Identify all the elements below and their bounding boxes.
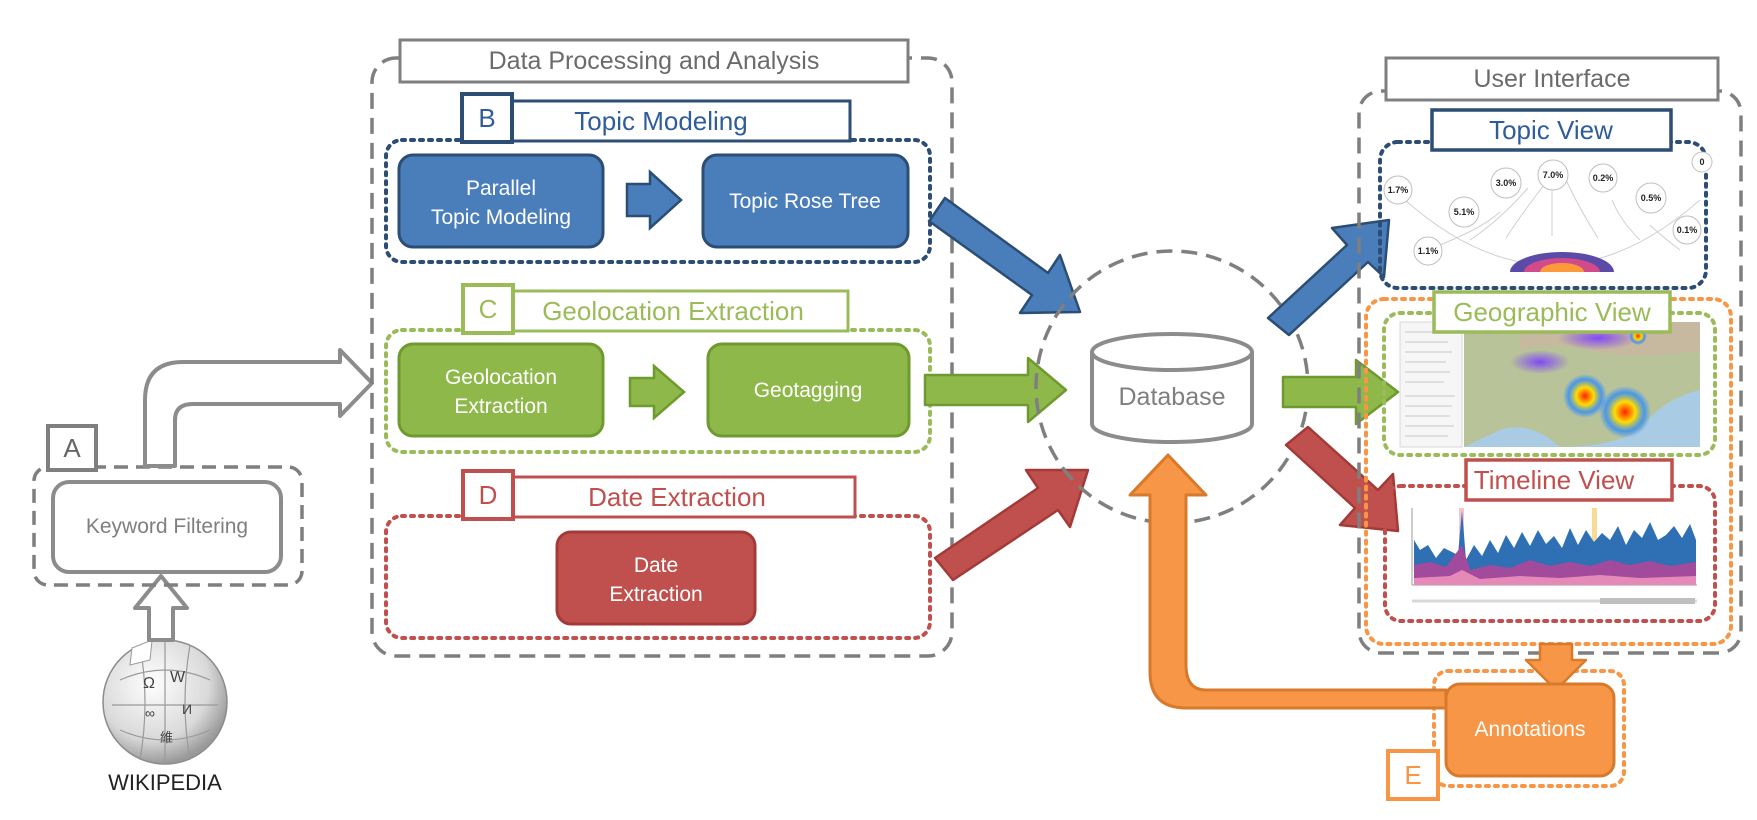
wikipedia-logo: Ω W ∞ И 維 WIKIPEDIA (102, 639, 228, 795)
geographic-view-title: Geographic View (1432, 290, 1672, 334)
svg-text:Annotations: Annotations (1475, 718, 1586, 741)
svg-text:Geographic View: Geographic View (1453, 297, 1651, 327)
svg-text:Extraction: Extraction (609, 583, 702, 606)
arrow-database-to-timeline-view (1284, 425, 1400, 533)
svg-text:D: D (479, 480, 498, 510)
arrow-topic-to-database (927, 196, 1082, 315)
svg-text:∞: ∞ (145, 705, 155, 721)
topic-percent: 3.0% (1496, 178, 1517, 188)
processing-title: Data Processing and Analysis (398, 38, 910, 84)
date-extraction-title: Date Extraction (461, 475, 857, 519)
badge-a: A (46, 424, 98, 472)
badge-c: C (461, 283, 515, 335)
annotations-group (1432, 669, 1626, 788)
annotations-box: Annotations (1444, 682, 1616, 778)
svg-text:維: 維 (160, 730, 173, 745)
arrow-database-to-topic-view (1266, 218, 1391, 337)
parallel-topic-modeling-box: Parallel Topic Modeling (397, 153, 605, 249)
svg-text:A: A (63, 433, 81, 463)
arrow-ui-to-annotations (1524, 642, 1588, 692)
geolocation-title: Geolocation Extraction (461, 289, 850, 333)
topic-percent: 0.1% (1677, 225, 1698, 235)
svg-text:Date Extraction: Date Extraction (588, 482, 766, 512)
topic-percent: 0 (1699, 157, 1704, 167)
svg-text:Topic View: Topic View (1489, 115, 1613, 145)
topic-rose-tree-box: Topic Rose Tree (701, 153, 910, 249)
svg-text:И: И (182, 701, 192, 717)
topic-percent: 0.5% (1641, 193, 1662, 203)
arrow-annotations-to-database (1128, 453, 1448, 710)
keyword-filtering-box: Keyword Filtering (51, 480, 283, 574)
svg-text:Database: Database (1118, 383, 1225, 411)
badge-d: D (461, 469, 515, 521)
geographic-view-panel (1382, 311, 1717, 457)
badge-b: B (460, 92, 514, 144)
topic-percent: 7.0% (1543, 170, 1564, 180)
svg-text:Data Processing and Analysis: Data Processing and Analysis (489, 47, 820, 75)
arrow-date-to-database (933, 468, 1090, 582)
arrow-database-to-geo-view (1281, 358, 1400, 426)
database-cylinder: Database (1090, 332, 1254, 444)
svg-text:User Interface: User Interface (1473, 65, 1630, 93)
svg-text:Date: Date (634, 554, 678, 577)
topic-percent: 0.2% (1593, 173, 1614, 183)
geolocation-extraction-box: Geolocation Extraction (397, 342, 605, 438)
svg-text:Timeline View: Timeline View (1474, 465, 1635, 495)
arrow-wikipedia-to-filtering (133, 574, 189, 642)
user-interface-title: User Interface (1384, 56, 1720, 102)
timeline-view-title: Timeline View (1464, 458, 1674, 502)
svg-text:Geolocation Extraction: Geolocation Extraction (542, 296, 804, 326)
arrow-topic-internal (625, 169, 683, 231)
wikipedia-wordmark: WIKIPEDIA (108, 770, 222, 795)
timeline-view-thumbnail (1411, 508, 1697, 604)
topic-view-thumbnail: 1.7% 3.0% 7.0% 0.2% 0.5% 5.1% 0.1% 1.1% … (1383, 151, 1713, 272)
topic-modeling-title: Topic Modeling (460, 99, 852, 143)
badge-e: E (1386, 749, 1440, 801)
svg-text:W: W (170, 669, 186, 686)
arrow-geo-to-database (923, 356, 1068, 424)
topic-percent: 1.7% (1388, 185, 1409, 195)
svg-text:E: E (1404, 760, 1421, 790)
user-interface-container (1357, 89, 1743, 655)
svg-text:Topic Rose Tree: Topic Rose Tree (729, 190, 881, 213)
svg-text:Geotagging: Geotagging (754, 379, 863, 402)
svg-text:Geolocation: Geolocation (445, 366, 557, 389)
topic-view-title: Topic View (1430, 108, 1673, 152)
svg-text:Topic Modeling: Topic Modeling (431, 206, 571, 229)
geographic-view-thumbnail (1399, 321, 1700, 448)
arrow-filtering-to-processing (143, 348, 374, 468)
topic-percent: 1.1% (1418, 246, 1439, 256)
topic-percent: 5.1% (1454, 207, 1475, 217)
geotagging-box: Geotagging (706, 342, 911, 438)
svg-text:B: B (478, 103, 495, 133)
svg-text:Parallel: Parallel (466, 177, 536, 200)
svg-text:Keyword Filtering: Keyword Filtering (86, 515, 248, 538)
svg-text:Extraction: Extraction (454, 395, 547, 418)
svg-text:C: C (479, 294, 498, 324)
svg-text:Topic Modeling: Topic Modeling (574, 106, 747, 136)
svg-text:Ω: Ω (143, 675, 155, 692)
arrow-geo-internal (628, 363, 686, 421)
date-extraction-box: Date Extraction (555, 530, 757, 626)
